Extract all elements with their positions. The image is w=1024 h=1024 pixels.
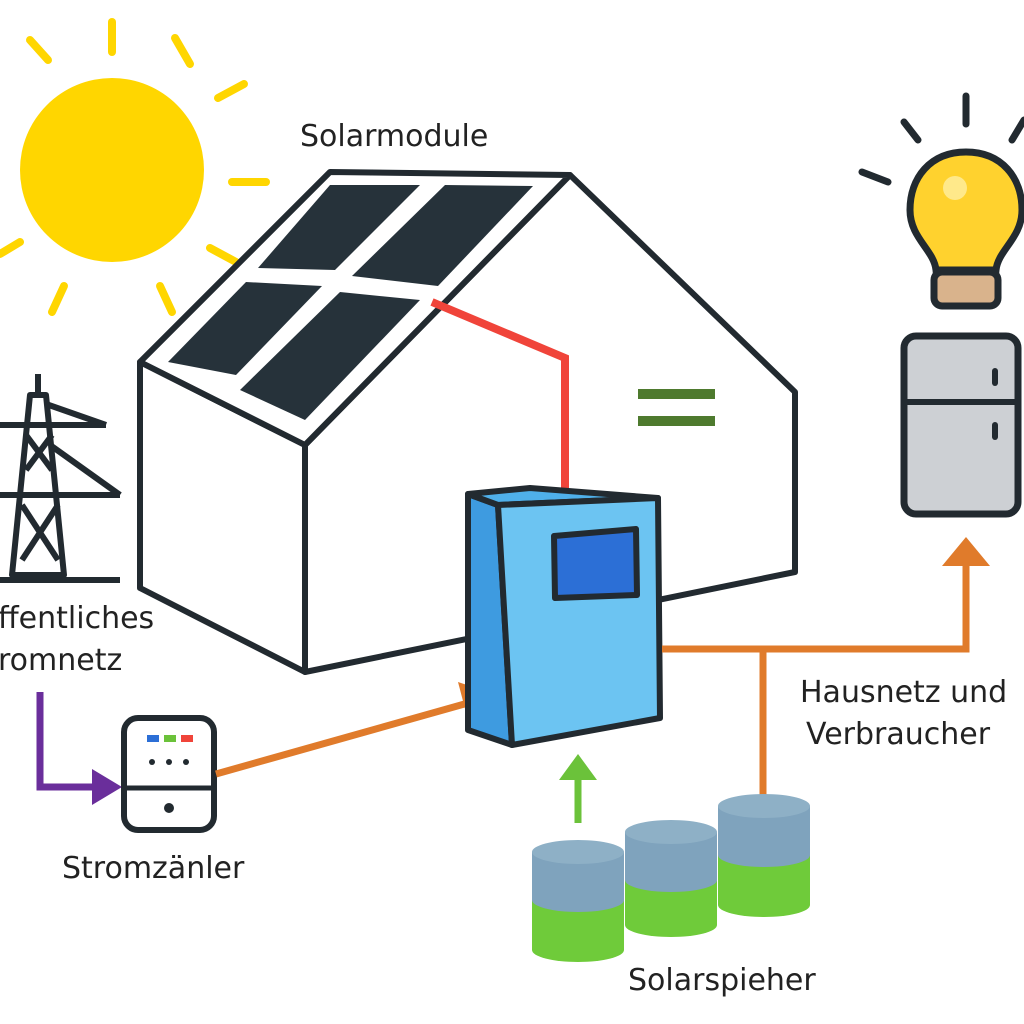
fridge-icon <box>900 332 1022 518</box>
public-grid-label-line1: ffentliches <box>0 601 154 636</box>
light-bulb-icon <box>858 92 1024 310</box>
solar-panel-icon <box>168 185 533 420</box>
storage-to-inverter-connection <box>559 754 597 823</box>
inverter-to-consumers-connection <box>662 562 970 810</box>
storage-label: Solarspieher <box>628 963 816 998</box>
sun-icon <box>0 18 270 316</box>
meter-to-inverter-connection <box>215 682 494 778</box>
grid-to-meter-connection <box>36 692 122 805</box>
battery-icon <box>718 794 810 917</box>
panel-to-inverter-connection <box>430 298 569 492</box>
electricity-meter-icon <box>121 715 217 833</box>
meter-label: Stromzänler <box>62 851 245 886</box>
house-grid-label-line1: Hausnetz und <box>800 675 1007 710</box>
battery-icon <box>532 840 624 962</box>
equals-sign-icon <box>638 389 715 426</box>
consumers-arrow-head <box>942 537 990 566</box>
public-grid-label-line2: romnetz <box>0 643 122 678</box>
power-tower-icon <box>0 374 122 583</box>
inverter-icon <box>465 485 663 748</box>
solar-modules-label: Solarmodule <box>300 119 488 154</box>
battery-icon <box>625 820 717 937</box>
house-grid-label-line2: Verbraucher <box>806 717 991 752</box>
